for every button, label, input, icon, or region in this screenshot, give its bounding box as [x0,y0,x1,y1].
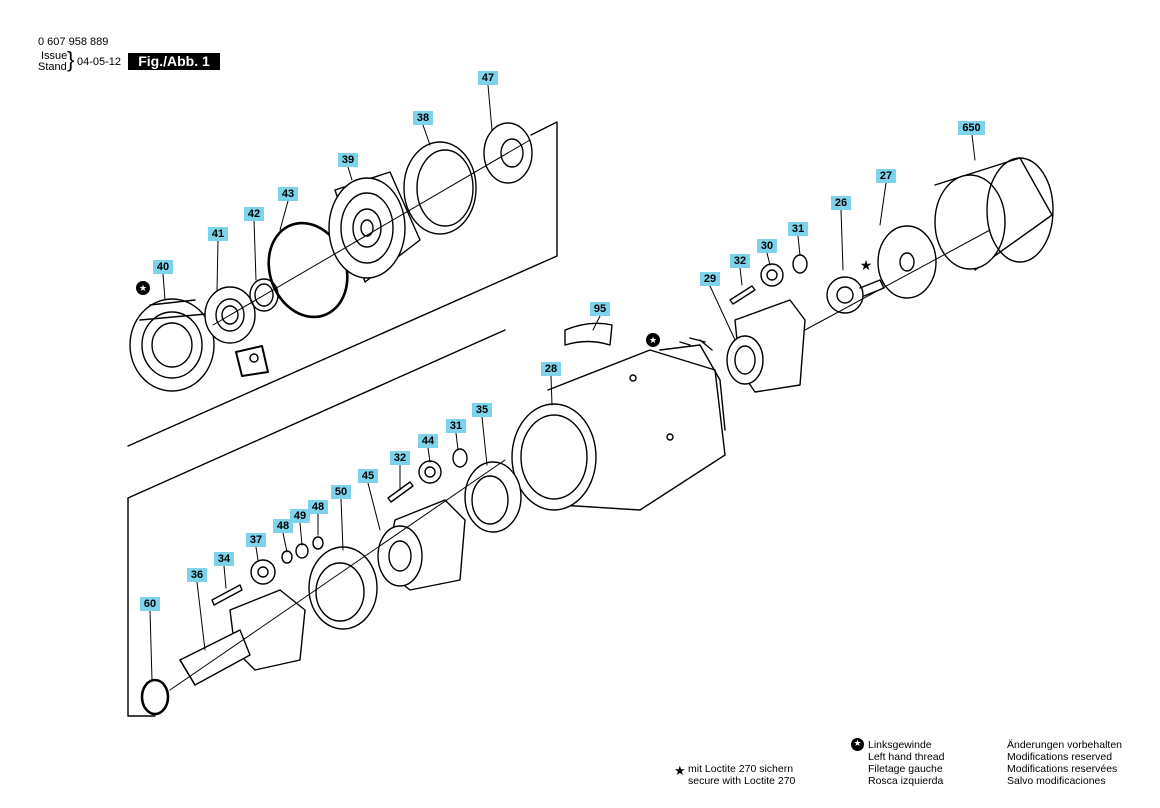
frame-bottom-right [127,329,506,499]
legend-mod-de: Änderungen vorbehalten [1007,739,1123,751]
center-line-bottom [169,459,506,691]
label-37: 37 [246,533,266,547]
part-40-threaded-ring [129,298,215,392]
part-29-planet-carrier [726,299,806,393]
brace: } [67,47,75,72]
part-35-seal-ring [464,461,522,533]
center-line-right [804,229,991,331]
part-32-pin-top [729,285,756,305]
issue-label: Issue [41,50,68,62]
star-icon: ★ [860,258,873,274]
label-30: 30 [757,239,777,253]
label-32-top: 32 [730,254,750,268]
part-45-planet-carrier [377,499,466,591]
part-44-gear [418,460,442,484]
part-27-washer [877,225,937,299]
label-47: 47 [478,71,498,85]
part-650-sleeve [934,157,1054,271]
frame-bottom [127,497,156,717]
label-39: 39 [338,153,358,167]
label-31-lower: 31 [446,419,466,433]
label-49: 49 [290,509,310,523]
legend-thread-es: Rosca izquierda [868,775,944,787]
left-hand-thread-icon: ★ [851,738,864,751]
stand-label: Stand [38,61,67,73]
legend-thread-fr: Filetage gauche [868,763,943,775]
label-29: 29 [700,272,720,286]
part-48-ring-a [281,550,293,564]
label-26: 26 [831,196,851,210]
label-50: 50 [331,485,351,499]
grease-pack-icon [235,345,269,377]
part-30-gear [760,263,784,287]
svg-text:★: ★ [139,284,147,294]
label-35: 35 [472,403,492,417]
legend-loctite-de: mit Loctite 270 sichern [688,763,794,775]
left-hand-thread-icon [136,281,660,347]
part-48-ring-b [312,536,324,550]
legend-mod-fr: Modifications reservées [1007,763,1118,775]
part-31-needle-top [792,254,808,274]
label-45: 45 [358,469,378,483]
legend-thread-en: Left hand thread [868,751,945,763]
label-28: 28 [541,362,561,376]
legend-loctite-en: secure with Loctite 270 [688,775,796,787]
label-48-a: 48 [273,519,293,533]
legend-thread-de: Linksgewinde [868,739,932,751]
legend-mod-en: Modifications reserved [1007,751,1113,763]
figure-label: Fig./Abb. 1 [128,53,220,70]
label-32-lower: 32 [390,451,410,465]
label-48-b: 48 [308,500,328,514]
label-36: 36 [187,568,207,582]
label-38: 38 [413,111,433,125]
part-31-needle-lower [452,448,468,468]
part-26-pinion [826,276,885,314]
label-40: 40 [153,260,173,274]
leader-lines [149,84,976,681]
part-49-needle [295,543,309,559]
label-27: 27 [876,169,896,183]
issue-date: 04-05-12 [77,56,122,68]
part-60-o-ring [140,678,170,716]
part-37-gear [250,559,276,585]
part-39-bearing-block [328,171,421,283]
legend-mod-es: Salvo modificaciones [1007,775,1106,787]
star-icon: ★ [674,764,686,779]
label-31-top: 31 [788,222,808,236]
part-number: 0 607 958 889 [38,36,109,48]
label-44: 44 [418,434,438,448]
svg-text:★: ★ [649,336,657,346]
part-34-pin [211,584,243,606]
label-42: 42 [244,207,264,221]
label-41: 41 [208,227,228,241]
label-43: 43 [278,187,298,201]
part-32-pin-lower [387,481,414,503]
frame-top [127,121,558,447]
label-650: 650 [958,121,985,135]
part-38-ring [403,141,477,235]
label-95: 95 [590,302,610,316]
center-line-top [212,139,531,326]
part-95-strip [564,322,613,346]
label-34: 34 [214,552,234,566]
part-28-housing [511,337,726,511]
label-60: 60 [140,597,160,611]
